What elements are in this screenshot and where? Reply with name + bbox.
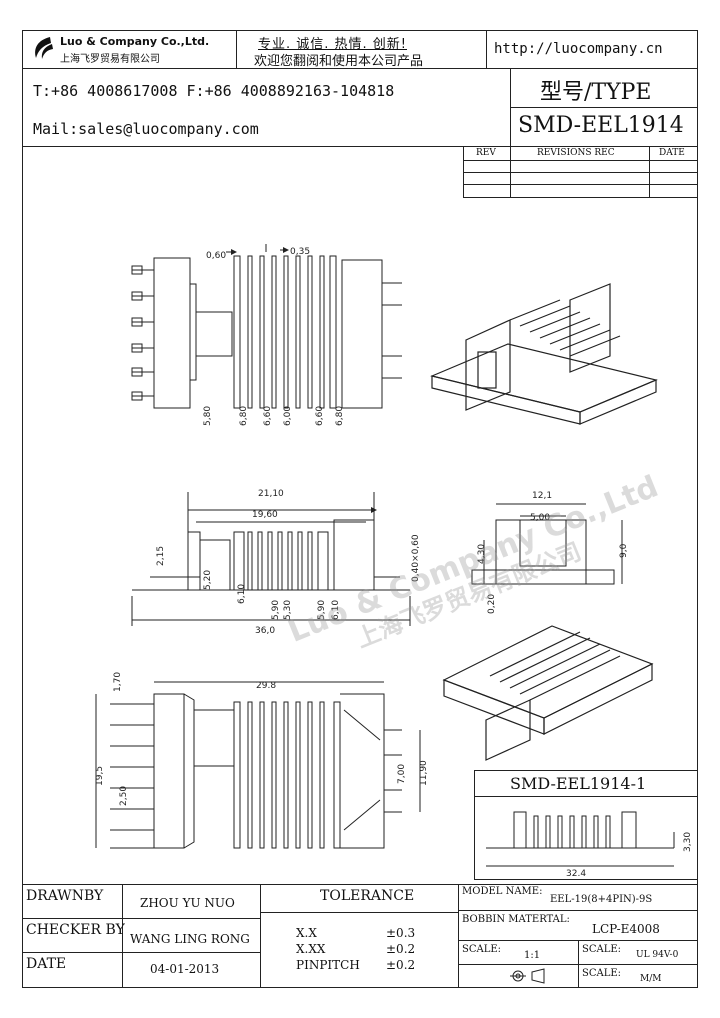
svg-text:0,35: 0,35 [290,247,310,257]
tol-xx-value: ±0.3 [386,926,416,940]
side-view [471,503,623,585]
svg-text:6,60: 6,60 [263,406,273,426]
tol-pin-label: PINPITCH [296,958,360,972]
company-name-cn: 上海飞罗贸易有限公司 [60,54,160,65]
svg-text:2,15: 2,15 [156,546,166,566]
email-address[interactable]: Mail:sales@luocompany.com [33,120,259,138]
svg-text:32.4: 32.4 [566,869,586,879]
model-label: MODEL NAME: [462,886,543,897]
svg-text:6,60: 6,60 [315,406,325,426]
type-value: SMD-EEL1914 [518,113,684,138]
svg-text:6,80: 6,80 [335,406,345,426]
rev-col-header: REV [476,148,496,158]
svg-text:5,90: 5,90 [271,600,281,620]
svg-text:12,1: 12,1 [532,491,552,501]
svg-text:21,10: 21,10 [258,489,284,499]
phone-fax: T:+86 4008617008 F:+86 4008892163-104818 [33,82,395,100]
slogan-line-2: 欢迎您翻阅和使用本公司产品 [254,54,424,69]
logo-swoosh-icon [35,37,53,59]
svg-text:5,20: 5,20 [203,570,213,590]
company-name-en: Luo & Company Co.,Ltd. [60,35,210,48]
rec-col-header: REVISIONS REC [537,148,615,158]
bobbin-label: BOBBIN MATERTAL: [462,914,570,925]
model-value: EEL-19(8+4PIN)-9S [550,894,653,905]
isometric-view-1 [430,283,658,425]
svg-text:9,0: 9,0 [619,543,629,558]
scale-label: SCALE: [462,944,502,955]
variant-panel [474,770,698,880]
svg-text:7,00: 7,00 [397,764,407,784]
date-label: DATE [26,956,67,972]
svg-text:4,30: 4,30 [477,544,487,564]
front-view [131,492,411,626]
svg-text:2,50: 2,50 [119,786,129,806]
svg-text:19,60: 19,60 [252,510,278,520]
svg-text:6,00: 6,00 [283,406,293,426]
scale2-label: SCALE: [582,944,622,955]
svg-text:11,90: 11,90 [419,760,429,786]
svg-text:29.8: 29.8 [256,681,276,691]
variant-label: SMD-EEL1914-1 [510,774,647,793]
projection-symbol-icon [510,968,545,984]
top-view [131,244,402,409]
date-col-header: DATE [659,148,685,158]
slogan-line-1: 专业. 诚信. 热情. 创新! [258,37,408,52]
checker-label: CHECKER BY [26,922,125,938]
svg-text:3,30: 3,30 [683,832,693,852]
checker-value: WANG LING RONG [130,932,250,946]
type-label: 型号/TYPE [540,80,652,105]
drawnby-value: ZHOU YU NUO [140,896,235,910]
drawing-frame [22,30,698,988]
svg-text:6,10: 6,10 [237,584,247,604]
tolerance-label: TOLERANCE [320,888,415,904]
scale3-label: SCALE: [582,968,622,979]
tol-xxx-label: X.XX [296,942,326,956]
scale3-value: M/M [640,974,662,984]
svg-text:0,40×0,60: 0,40×0,60 [411,534,421,582]
tol-pin-value: ±0.2 [386,958,416,972]
svg-text:5,00: 5,00 [530,513,550,523]
tol-xx-label: X.X [296,926,317,940]
svg-text:6,80: 6,80 [239,406,249,426]
svg-text:19,5: 19,5 [95,766,105,786]
variant-drawing: 32.4 3,30 [486,811,693,879]
svg-text:1,70: 1,70 [113,672,123,692]
bottom-view [95,681,421,849]
svg-text:5,30: 5,30 [283,600,293,620]
date-value: 04-01-2013 [150,962,220,976]
company-logo [30,34,56,62]
svg-text:Luo & Company Co.,Ltd: Luo & Company Co.,Ltd [283,469,663,650]
svg-text:0,20: 0,20 [487,594,497,614]
tol-xxx-value: ±0.2 [386,942,416,956]
svg-text:5,90: 5,90 [317,600,327,620]
svg-text:36,0: 36,0 [255,626,275,636]
drawnby-label: DRAWNBY [26,888,104,904]
isometric-view-2 [442,625,654,761]
scale-value: 1:1 [524,950,541,961]
svg-text:6,10: 6,10 [331,600,341,620]
bobbin-value: LCP-E4008 [592,922,660,936]
scale2-value: UL 94V-0 [636,950,679,960]
svg-text:0,60: 0,60 [206,251,226,261]
website-link[interactable]: http://luocompany.cn [494,41,663,57]
svg-text:5,80: 5,80 [203,406,213,426]
